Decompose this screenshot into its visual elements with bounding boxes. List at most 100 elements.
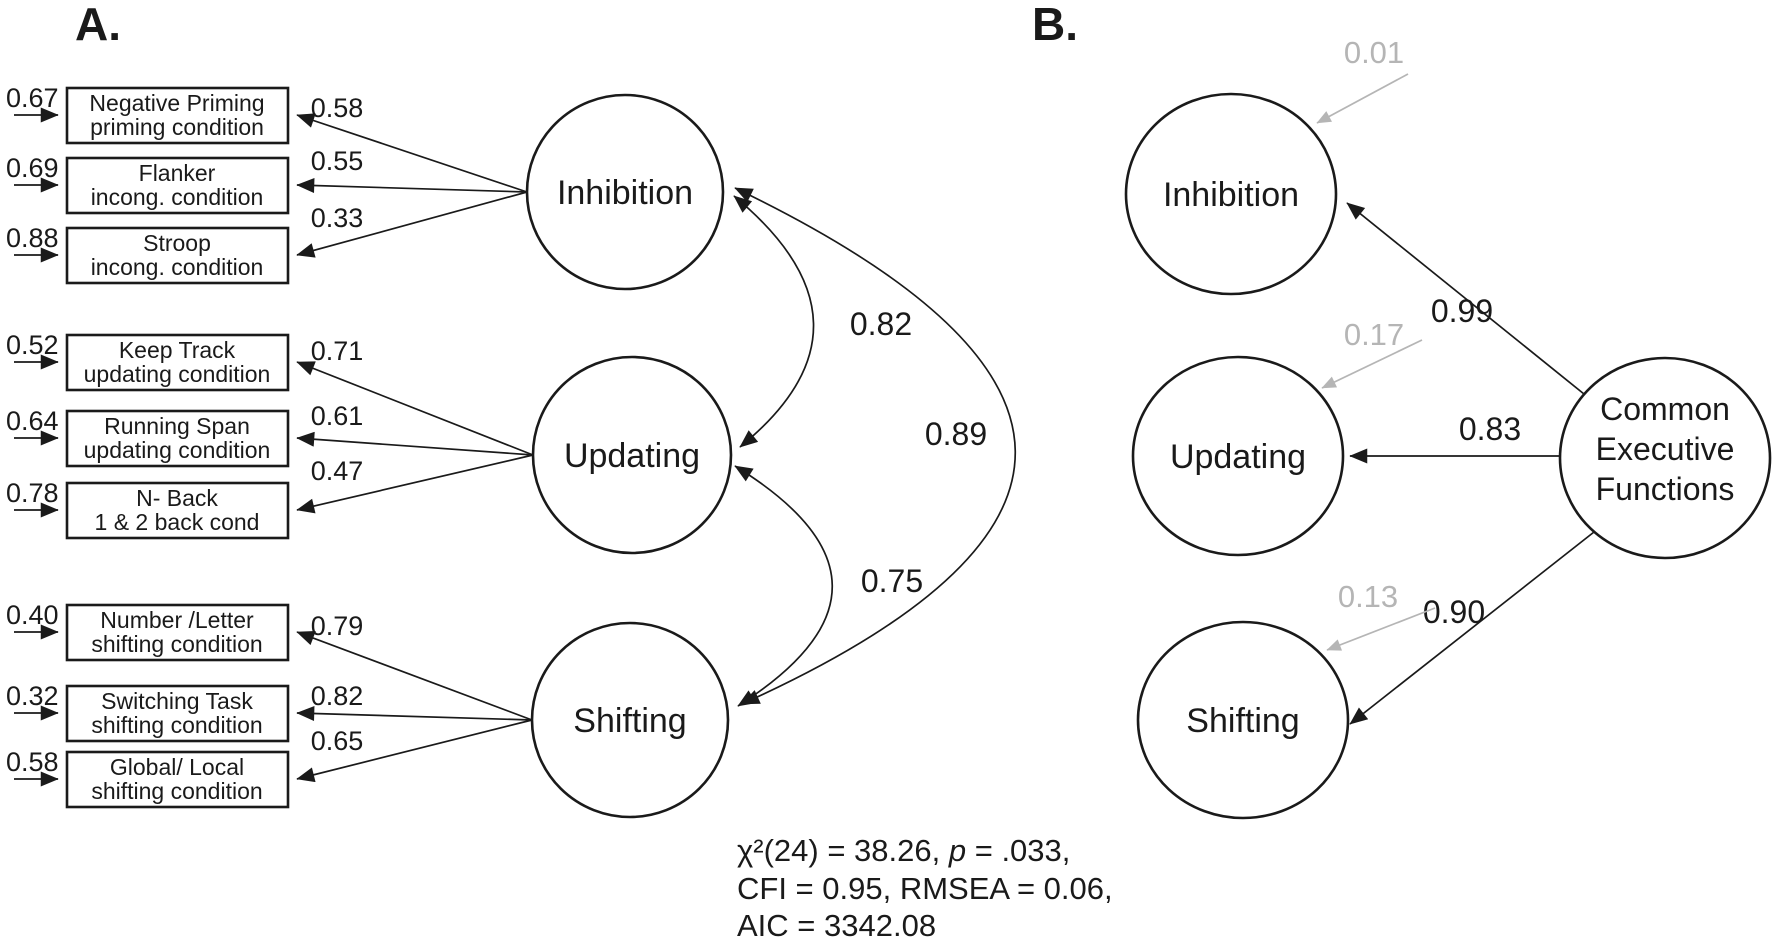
loading-arrow <box>296 113 528 193</box>
residual-arrow <box>1321 339 1423 389</box>
panel-b-label: B. <box>1032 0 1078 50</box>
loading-value: 0.61 <box>311 401 364 431</box>
loading-value: 0.82 <box>311 681 364 711</box>
latent-label: Updating <box>564 437 700 475</box>
latent-correlations: 0.82 0.89 0.75 <box>733 187 1017 707</box>
residual-value: 0.17 <box>1344 317 1404 352</box>
fit-line-3: AIC = 3342.08 <box>737 908 936 942</box>
indicator-box <box>65 226 290 285</box>
factor-loading-value: 0.99 <box>1431 293 1493 329</box>
latent-circle-shifting-b <box>1136 620 1350 820</box>
error-value: 0.88 <box>6 223 59 253</box>
factor-label-line1: Common <box>1600 391 1730 427</box>
error-value: 0.40 <box>6 600 59 630</box>
indicator-box <box>65 333 290 392</box>
indicator-box <box>65 86 290 145</box>
indicator-box <box>65 409 290 468</box>
loading-value: 0.47 <box>311 456 364 486</box>
indicator-group-inhibition: Negative Priming priming condition Flank… <box>65 86 290 285</box>
loading-arrow <box>296 178 528 194</box>
factor-label-line2: Executive <box>1596 431 1735 467</box>
loading-arrow <box>296 454 534 514</box>
latent-circles-panel-a: Inhibition Updating Shifting <box>525 93 733 819</box>
latent-label: Inhibition <box>1163 176 1299 214</box>
residual-arrow <box>1326 607 1436 651</box>
loading-arrow <box>296 706 533 722</box>
indicator-condition: priming condition <box>90 114 264 140</box>
indicator-task: Keep Track <box>119 337 236 363</box>
factor-loadings-panel-a: 0.58 0.55 0.33 0.71 0.61 0.47 0.79 0.82 … <box>296 93 534 783</box>
residual-arrow <box>1316 73 1409 124</box>
indicator-box <box>65 156 290 215</box>
loading-value: 0.65 <box>311 726 364 756</box>
latent-circle-inhibition-b <box>1124 92 1338 296</box>
factor-loading-value: 0.83 <box>1459 411 1521 447</box>
common-ef-factor: Common Executive Functions <box>1558 356 1772 560</box>
indicator-group-updating: Keep Track updating condition Running Sp… <box>65 333 290 540</box>
indicator-group-shifting: Number /Letter shifting condition Switch… <box>65 603 290 809</box>
indicator-box <box>65 684 290 743</box>
latent-circle-updating <box>531 355 733 555</box>
indicator-condition: incong. condition <box>91 184 264 210</box>
fit-p-symbol: p <box>948 833 966 868</box>
indicator-condition: shifting condition <box>91 712 262 738</box>
fit-p-value: = .033, <box>966 833 1070 868</box>
fit-statistics: χ²(24) = 38.26, p = .033, CFI = 0.95, RM… <box>737 833 1113 942</box>
error-value: 0.69 <box>6 153 59 183</box>
indicator-task: Switching Task <box>101 688 253 714</box>
loading-arrow <box>296 361 534 456</box>
latent-label: Shifting <box>573 702 686 740</box>
latent-label: Inhibition <box>557 174 693 212</box>
residual-value: 0.01 <box>1344 35 1404 70</box>
indicator-condition: 1 & 2 back cond <box>95 509 260 535</box>
indicator-box <box>65 481 290 540</box>
indicator-condition: shifting condition <box>91 631 262 657</box>
residual-value: 0.13 <box>1338 579 1398 614</box>
indicator-box <box>65 750 290 809</box>
fit-line-1: χ²(24) = 38.26, p = .033, <box>737 833 1070 868</box>
latent-circle-shifting <box>530 621 730 819</box>
factor-loading-arrow-inhibition <box>1346 202 1585 395</box>
indicator-task: N- Back <box>136 485 218 511</box>
indicator-condition: incong. condition <box>91 254 264 280</box>
indicator-condition: shifting condition <box>91 778 262 804</box>
latent-label: Updating <box>1170 438 1306 476</box>
indicator-condition: updating condition <box>84 437 271 463</box>
latent-circle-updating-b <box>1131 355 1345 557</box>
loading-arrow <box>296 719 533 783</box>
error-value: 0.78 <box>6 478 59 508</box>
latent-circle-inhibition <box>525 93 725 291</box>
loading-arrow <box>296 431 534 456</box>
error-value: 0.58 <box>6 747 59 777</box>
latent-residuals: 0.01 0.17 0.13 <box>1316 35 1436 651</box>
correlation-value: 0.75 <box>861 563 923 599</box>
loading-arrow <box>296 191 528 258</box>
correlation-value: 0.89 <box>925 416 987 452</box>
loading-arrow <box>296 631 533 721</box>
indicator-condition: updating condition <box>84 361 271 387</box>
fit-chi-square: χ²(24) = 38.26, <box>737 833 949 868</box>
indicator-task: Global/ Local <box>110 754 244 780</box>
correlation-arc-inhibition-updating <box>733 195 815 448</box>
error-value: 0.32 <box>6 681 59 711</box>
loading-value: 0.55 <box>311 146 364 176</box>
loading-value: 0.33 <box>311 203 364 233</box>
latent-label: Shifting <box>1186 702 1299 740</box>
factor-loading-arrow-shifting <box>1349 531 1595 725</box>
error-value: 0.52 <box>6 330 59 360</box>
factor-loading-value: 0.90 <box>1423 594 1485 630</box>
indicator-task: Stroop <box>143 230 211 256</box>
indicator-task: Negative Priming <box>89 90 264 116</box>
error-value: 0.67 <box>6 83 59 113</box>
loading-value: 0.58 <box>311 93 364 123</box>
correlation-arc-updating-shifting <box>734 465 834 707</box>
panel-a-label: A. <box>75 0 121 50</box>
loading-value: 0.79 <box>311 611 364 641</box>
loading-value: 0.71 <box>311 336 364 366</box>
correlation-arc-inhibition-shifting <box>734 187 1017 705</box>
indicator-task: Number /Letter <box>100 607 254 633</box>
factor-circle-common-ef <box>1558 356 1772 560</box>
indicator-box <box>65 603 290 662</box>
